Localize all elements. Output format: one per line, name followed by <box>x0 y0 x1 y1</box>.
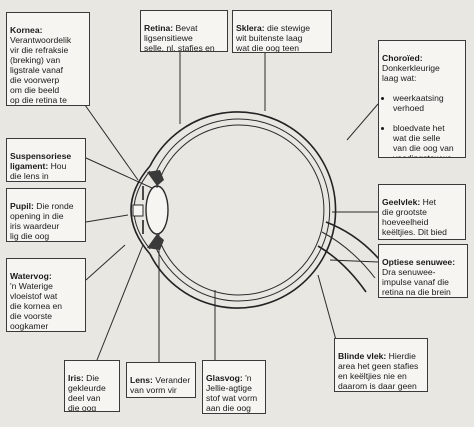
label-glasvog: Glasvog: 'n Jellie-agtige stof wat vorm … <box>202 360 266 414</box>
retina-title: Retina: <box>144 23 174 33</box>
label-retina: Retina: Bevat ligsensitiewe selle, nl. s… <box>140 10 228 52</box>
label-kornea: Kornea: Verantwoordelik vir die refraksi… <box>6 12 90 106</box>
optiese-title: Optiese senuwee: <box>382 257 456 267</box>
choroied-list: weerkaatsing verhoed bloedvate het wat d… <box>382 83 462 157</box>
blinde-title: Blinde vlek: <box>338 351 387 361</box>
iris-title: Iris: <box>68 373 84 383</box>
geelvlek-title: Geelvlek: <box>382 197 421 207</box>
watervog-text: 'n Waterige vloeistof wat die kornea en … <box>10 281 63 331</box>
label-suspensoriese-ligament: Suspensoriese ligament: Hou die lens in … <box>6 138 86 182</box>
choroid-layer <box>155 118 331 302</box>
label-blinde-vlek: Blinde vlek: Hierdie area het geen stafi… <box>334 338 428 392</box>
kornea-title: Kornea: <box>10 25 43 35</box>
label-choroied: Choroïed: Donkerkleurige laag wat: weerk… <box>378 40 466 158</box>
lens-shape <box>145 185 169 235</box>
lens-title: Lens: <box>130 375 153 385</box>
glasvog-title: Glasvog: <box>206 373 243 383</box>
sklera-title: Sklera: <box>236 23 265 33</box>
retina-layer <box>160 124 325 296</box>
label-optiese-senuwee: Optiese senuwee: Dra senuwee- impulse va… <box>378 244 468 298</box>
label-geelvlek: Geelvlek: Het die grootste hoeveelheid k… <box>378 184 466 240</box>
pupil-opening <box>132 204 144 217</box>
label-pupil: Pupil: Die ronde opening in die iris waa… <box>6 188 86 242</box>
sclera-outline <box>149 111 337 309</box>
sklera-text: die stewige wit buitenste laag wat die o… <box>236 23 311 53</box>
lens-text: Verander van vorm vir naby en ver sig <box>130 375 191 397</box>
choroied-title: Choroïed: <box>382 53 423 63</box>
retina-text: Bevat ligsensitiewe selle, nl. stafies e… <box>144 23 215 52</box>
label-watervog: Watervog: 'n Waterige vloeistof wat die … <box>6 258 86 332</box>
ciliary-body-upper <box>147 170 164 186</box>
choroied-bullet: weerkaatsing verhoed <box>393 93 462 113</box>
optic-nerve-bottom <box>317 245 367 293</box>
geelvlek-text: Het die grootste hoeveelheid keëltjies. … <box>382 197 447 239</box>
label-lens: Lens: Verander van vorm vir naby en ver … <box>126 362 196 398</box>
suspensoriese-title: Suspensoriese ligament: <box>10 151 72 171</box>
watervog-title: Watervog: <box>10 271 52 281</box>
leader-lines <box>84 40 379 362</box>
choroied-bullet: bloedvate het wat die selle van die oog … <box>393 123 462 157</box>
ciliary-body-lower <box>147 234 164 250</box>
pupil-text: Die ronde opening in die iris waardeur l… <box>10 201 74 241</box>
iris-text: Die gekleurde deel van die oog <box>68 373 106 412</box>
label-iris: Iris: Die gekleurde deel van die oog <box>64 360 120 412</box>
kornea-text: Verantwoordelik vir die refraksie (breki… <box>10 35 72 105</box>
suspensoriese-text: Hou die lens in posisie <box>10 161 67 181</box>
label-sklera: Sklera: die stewige wit buitenste laag w… <box>232 10 332 53</box>
pupil-title: Pupil: <box>10 201 34 211</box>
eyeball <box>130 111 385 309</box>
glasvog-text: 'n Jellie-agtige stof wat vorm aan die o… <box>206 373 258 413</box>
optiese-text: Dra senuwee- impulse vanaf die retina na… <box>382 267 451 297</box>
cornea-shape <box>130 165 151 255</box>
blinde-text: Hierdie area het geen stafies en keëltji… <box>338 351 419 391</box>
choroied-text: Donkerkleurige laag wat: <box>382 63 440 83</box>
